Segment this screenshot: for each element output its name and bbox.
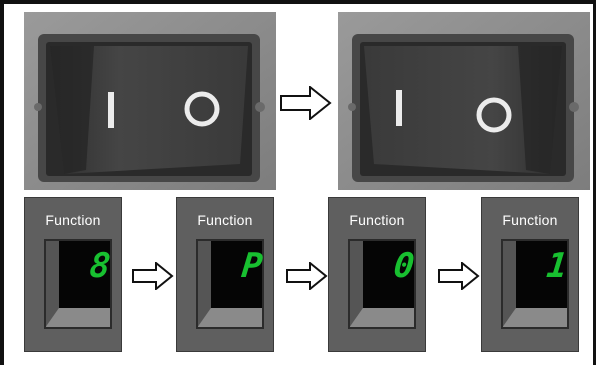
off-mark-icon: [476, 97, 512, 133]
function-digit: P: [239, 246, 265, 286]
function-display-4: Function 1: [481, 197, 579, 352]
arrow-right-icon: [286, 262, 328, 290]
function-digit: 1: [544, 246, 570, 286]
arrow-right-icon: [132, 262, 174, 290]
on-mark-icon: [108, 92, 114, 128]
function-display-1: Function 8: [24, 197, 122, 352]
on-mark-icon: [396, 90, 402, 126]
arrow-right-icon: [280, 86, 332, 120]
function-digit: 0: [391, 246, 417, 286]
rocker-paddle: [50, 46, 248, 174]
function-display-3: Function 0: [328, 197, 426, 352]
function-digit: 8: [87, 246, 113, 286]
frame-border-right: [593, 0, 596, 365]
function-label: Function: [197, 212, 253, 228]
function-label: Function: [502, 212, 558, 228]
rocker-paddle: [364, 46, 562, 174]
function-label: Function: [349, 212, 405, 228]
function-label: Function: [45, 212, 101, 228]
function-display-2: Function P: [176, 197, 274, 352]
frame-border-left: [0, 0, 4, 365]
frame-border-top: [0, 0, 596, 4]
arrow-right-icon: [438, 262, 480, 290]
rocker-switch-before[interactable]: [24, 12, 276, 190]
off-mark-icon: [184, 91, 220, 127]
rocker-switch-after[interactable]: [338, 12, 590, 190]
